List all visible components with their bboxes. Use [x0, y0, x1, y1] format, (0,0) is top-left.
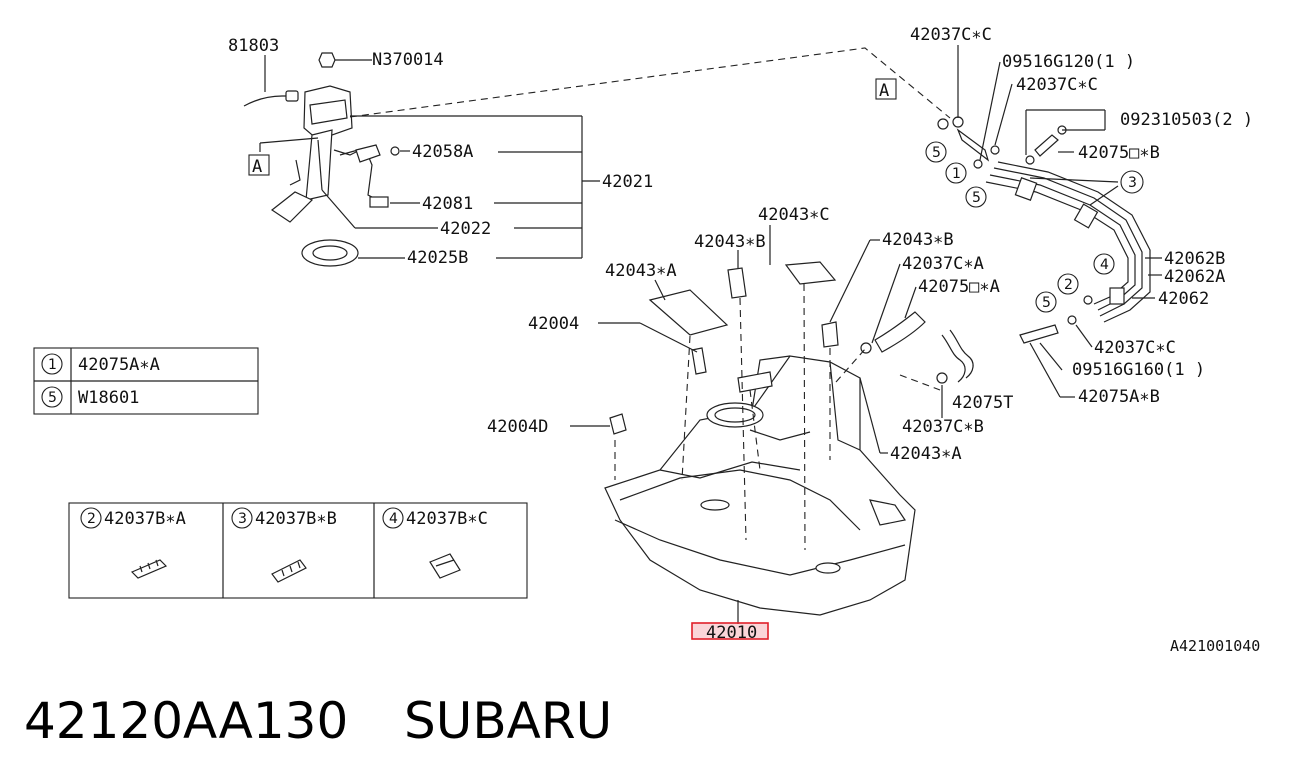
label-42043A-right: 42043∗A: [890, 444, 962, 464]
footer: 42120AA130 SUBARU: [24, 692, 612, 750]
part-number: 42120AA130: [24, 692, 348, 750]
fuel-pump-assembly: [243, 52, 600, 267]
label-42037CB: 42037C∗B: [902, 417, 984, 437]
clip-table: 2 42037B∗A 3 42037B∗B 4 42037B∗C: [68, 502, 528, 599]
callout-5c: 5: [1042, 295, 1051, 311]
label-81803: 81803: [228, 36, 279, 56]
label-42037CA: 42037C∗A: [902, 254, 984, 274]
diagram-ref-code: A421001040: [1170, 637, 1260, 655]
pad-42043B-left: [727, 267, 747, 299]
clip-num-3: 3: [238, 511, 247, 527]
ref-a-left: A: [252, 157, 262, 177]
label-42037CC-3: 42037C∗C: [1094, 338, 1176, 358]
part-labels: 81803 N370014 42058A 42021 42081 42022 4…: [228, 25, 1260, 655]
label-42043C: 42043∗C: [758, 205, 830, 225]
label-42010: 42010: [706, 623, 757, 643]
fuel-lines: 5 1 5 3 4 2 5: [654, 45, 1162, 454]
callout-5b: 5: [972, 190, 981, 206]
label-42022: 42022: [440, 219, 491, 239]
ref-a-right: A: [879, 81, 889, 101]
clip-num-2: 2: [87, 511, 96, 527]
label-42043A-left: 42043∗A: [605, 261, 677, 281]
label-42062B: 42062B: [1164, 249, 1225, 269]
label-42043B-right: 42043∗B: [882, 230, 954, 250]
pad-42043A-right: [737, 371, 773, 393]
label-42075AB: 42075A∗B: [1078, 387, 1160, 407]
callout-5a: 5: [932, 145, 941, 161]
label-42081: 42081: [422, 194, 473, 214]
fuel-tank: [570, 261, 916, 624]
legend-num-1: 1: [48, 357, 57, 373]
label-42075T: 42075T: [952, 393, 1013, 413]
clip-num-4: 4: [389, 511, 398, 527]
label-09516G120: 09516G120(1 ): [1002, 52, 1135, 72]
label-42043B-left: 42043∗B: [694, 232, 766, 252]
label-42075DA: 42075□∗A: [918, 277, 1000, 297]
label-09516G160: 09516G160(1 ): [1072, 360, 1205, 380]
label-42004: 42004: [528, 314, 579, 334]
highlight-42010: [691, 622, 769, 640]
legend-table: 1 42075A∗A 5 W18601: [33, 347, 259, 415]
pad-42043B-right: [821, 321, 839, 348]
callout-2: 2: [1064, 277, 1073, 293]
brand-name: SUBARU: [404, 692, 612, 750]
label-092310503: 092310503(2 ): [1120, 110, 1253, 130]
label-42037CC-top: 42037C∗C: [910, 25, 992, 45]
label-42037CC-2: 42037C∗C: [1016, 75, 1098, 95]
reference-a-link: A A: [248, 47, 951, 177]
pad-42043C: [784, 261, 837, 285]
label-42075DB: 42075□∗B: [1078, 143, 1160, 163]
label-42062A: 42062A: [1164, 267, 1225, 287]
label-42025B: 42025B: [407, 248, 468, 268]
label-42062: 42062: [1158, 289, 1209, 309]
label-42058A: 42058A: [412, 142, 473, 162]
clip-part-4: 42037B∗C: [406, 509, 488, 529]
callout-3: 3: [1128, 175, 1137, 191]
label-42004D: 42004D: [487, 417, 548, 437]
legend-part-1: 42075A∗A: [78, 355, 160, 375]
legend-num-5: 5: [48, 390, 57, 406]
callout-1: 1: [952, 166, 961, 182]
label-42021: 42021: [602, 172, 653, 192]
callout-4: 4: [1100, 257, 1109, 273]
pad-42043A-left: [648, 289, 729, 336]
clip-part-3: 42037B∗B: [255, 509, 337, 529]
clip-part-2: 42037B∗A: [104, 509, 186, 529]
legend-part-5: W18601: [78, 388, 139, 408]
label-N370014: N370014: [372, 50, 444, 70]
